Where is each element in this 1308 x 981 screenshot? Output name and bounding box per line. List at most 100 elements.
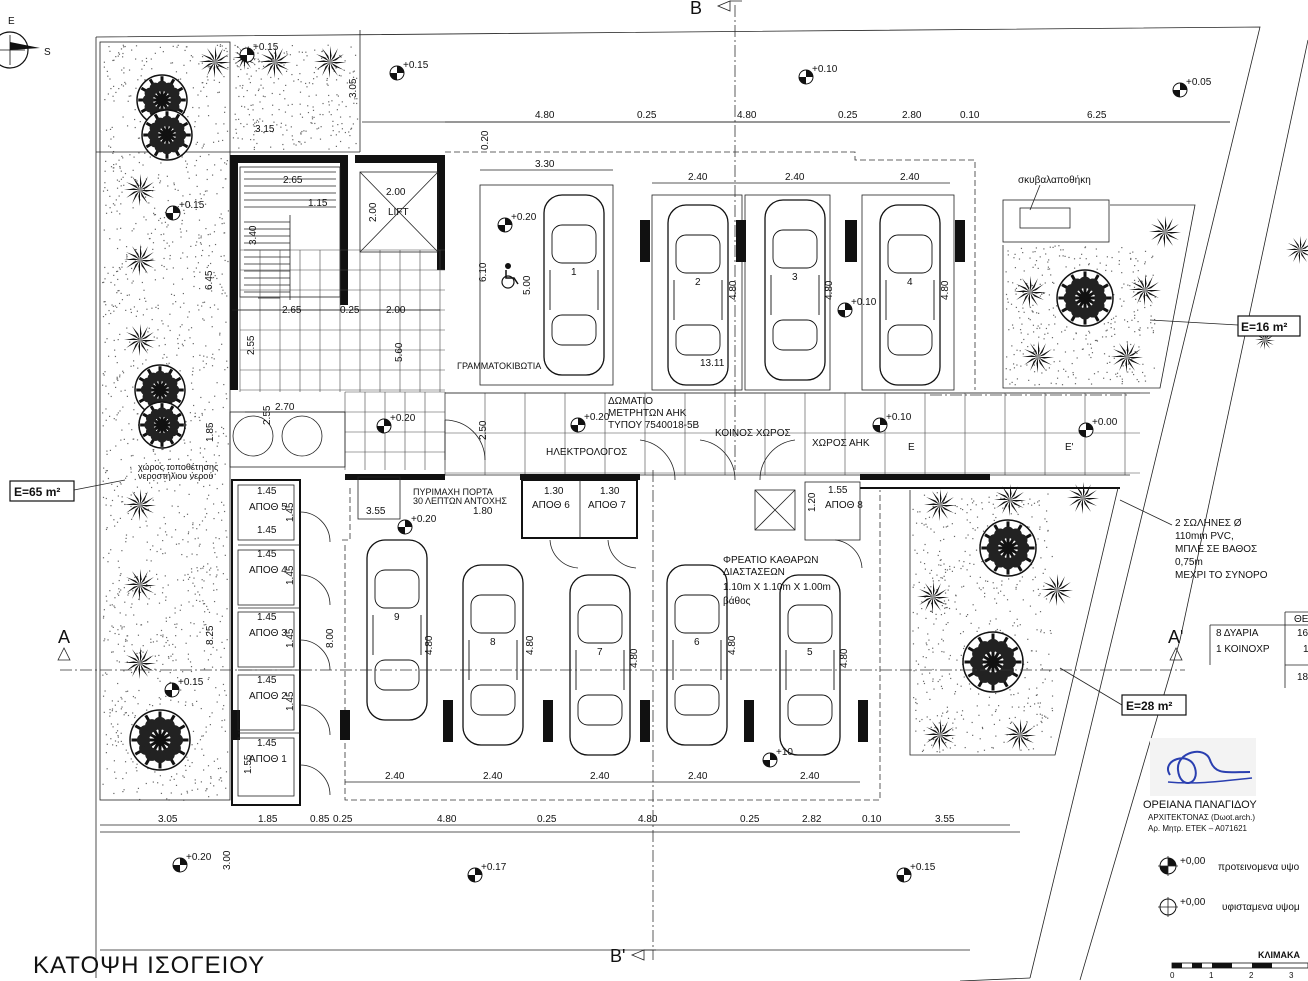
dim-misc-47: 1.45 (285, 691, 296, 711)
dim-bot-5: 0.25 (537, 814, 557, 825)
legend-value-1: +0,00 (1180, 856, 1206, 867)
architect-name: ΟΡΕΙΑΝΑ ΠΑΝΑΓΙΔΟΥ (1143, 799, 1257, 811)
dim-top-0: 4.80 (535, 110, 555, 121)
table-row-1: 8 ΔΥΑΡΙΑ (1216, 628, 1259, 639)
elevation-value: +0.05 (1186, 77, 1212, 88)
pipes-line-3: ΜΠΛΕ ΣΕ ΒΑΘΟΣ (1175, 544, 1257, 555)
inspection-line-4: βάθος (723, 595, 751, 607)
tree-icon (138, 401, 186, 449)
bins-west-line-1: χώρος τοποθέτησης (138, 462, 219, 472)
dim-bot-1: 1.85 (258, 814, 278, 825)
elevation-marker: +0.15 (239, 42, 279, 63)
dim-bot-10: 3.55 (935, 814, 955, 825)
dim-bot-7: 0.25 (740, 814, 760, 825)
dim-bay-top-0: 3.30 (535, 159, 555, 170)
elevation-marker: +0.15 (164, 677, 204, 698)
scale-tick-0: 0 (1170, 971, 1175, 980)
section-lines: B B' A A' (57, 0, 1185, 966)
pipes-line-4: 0,75m (1175, 557, 1203, 568)
dim-misc-2: 2.65 (283, 175, 303, 186)
pipes-line-2: 110mm PVC, (1175, 531, 1234, 542)
dim-top-2: 4.80 (737, 110, 757, 121)
section-b-bottom: B' (610, 946, 625, 966)
dim-bay-bot-2: 2.40 (590, 771, 610, 782)
car-number: 8 (490, 637, 496, 648)
storage-5: ΑΠΟΘ 5 (249, 502, 287, 513)
car-number: 3 (792, 272, 798, 283)
dim-misc-22: 2.50 (478, 420, 489, 440)
dim-misc-39: 4.80 (629, 648, 640, 668)
dim-bot-9: 0.10 (862, 814, 882, 825)
dim-misc-28: 1.45 (257, 486, 277, 497)
elevation-value: +0.15 (179, 200, 205, 211)
dim-misc-26: 1.30 (600, 486, 620, 497)
car-number: 7 (597, 647, 603, 658)
dim-bay-top-1: 2.40 (688, 172, 708, 183)
storage-2: ΑΠΟΘ 2 (249, 691, 287, 702)
meter-room-line-2: ΜΕΤΡΗΤΩΝ ΑΗΚ (608, 408, 687, 419)
table-val-total: 18 (1297, 672, 1308, 683)
dim-misc-32: 1.45 (257, 738, 277, 749)
bins-west-line-2: νεροστήλιου νερού (138, 471, 213, 481)
pipes-line-1: 2 ΣΩΛΗΝΕΣ Ø (1175, 518, 1242, 529)
elevation-value: +0.15 (253, 42, 279, 53)
elevation-value: +10 (776, 747, 793, 758)
dim-bay-top-3: 2.40 (900, 172, 920, 183)
mailboxes-label: ΓΡΑΜΜΑΤΟΚΙΒΩΤΙΑ (457, 361, 541, 371)
elevation-value: +0.20 (186, 852, 212, 863)
car-8: 8 (462, 564, 524, 746)
bins-label: σκυβαλαποθήκη (1018, 174, 1091, 186)
dim-misc-31: 1.45 (257, 675, 277, 686)
area-north-east: E=16 m² (1241, 320, 1287, 334)
elevation-value: +0.20 (584, 412, 610, 423)
dim-misc-15: 4.80 (824, 280, 835, 300)
dim-bay-bot-4: 2.40 (800, 771, 820, 782)
dim-misc-14: 4.80 (728, 280, 739, 300)
dim-top-4: 2.80 (902, 110, 922, 121)
shrub-icon (1129, 274, 1161, 306)
elevation-value: +0.15 (910, 862, 936, 873)
dim-misc-35: 8.25 (205, 625, 216, 645)
shrub-icon (124, 647, 156, 679)
dim-misc-44: 1.45 (285, 502, 296, 522)
car-5: 5 (779, 574, 841, 756)
elevation-value: +0.10 (851, 297, 877, 308)
elevation-marker: +0.10 (798, 64, 838, 85)
scale-title: ΚΛΙΜΑΚΑ (1258, 950, 1300, 960)
shrub-icon (124, 569, 156, 601)
storage-7: ΑΠΟΘ 7 (588, 500, 626, 511)
legend-text-1: προτεινομενα υψο (1218, 862, 1300, 873)
table-val-2: 1 (1303, 644, 1308, 655)
dim-misc-33: 1.45 (257, 525, 277, 536)
dim-misc-8: 2.00 (386, 305, 406, 316)
elevation-markers: +0.15 +0.15 +0.10 +0.05 +0.15 +0.20 +0.10 +0.20… (164, 42, 1212, 883)
wheelchair-icon (501, 263, 519, 289)
dim-misc-6: 2.65 (282, 305, 302, 316)
dim-misc-30: 1.45 (257, 612, 277, 623)
dim-bay-bot-3: 2.40 (688, 771, 708, 782)
dim-top-1: 0.25 (637, 110, 657, 121)
inspection-line-2: ΔΙΑΣΤΑΣΕΩΝ (723, 567, 785, 578)
elevation-value: +0.15 (403, 60, 429, 71)
compass-s: S (44, 47, 51, 58)
section-b-top: B (690, 0, 702, 18)
tree-icon (129, 709, 191, 771)
car-number: 6 (694, 637, 700, 648)
dim-misc-38: 4.80 (525, 635, 536, 655)
area-south-east: E=28 m² (1126, 699, 1172, 713)
legend-value-2: +0,00 (1180, 897, 1206, 908)
meter-room-line-1: ΔΩΜΑΤΙΟ (608, 396, 653, 407)
dim-misc-16: 4.80 (940, 280, 951, 300)
drawing-title: ΚΑΤΟΨΗ ΙΣΟΓΕΙΟΥ (33, 952, 265, 979)
dim-misc-1: 3.05 (348, 78, 359, 98)
shrub-icon (124, 324, 156, 356)
dim-misc-37: 4.80 (424, 635, 435, 655)
car-4: 4 (879, 204, 941, 386)
dim-misc-21: 1.85 (205, 422, 216, 442)
shrub-icon (314, 46, 346, 78)
elevation-marker: +0.17 (467, 862, 507, 883)
lift-label: LIFT (388, 207, 409, 218)
room-labels: ΓΡΑΜΜΑΤΟΚΙΒΩΤΙΑ ΔΩΜΑΤΙΟ ΜΕΤΡΗΤΩΝ ΑΗΚ ΤΥΠ… (138, 174, 1268, 765)
car-number: 1 (571, 267, 577, 278)
